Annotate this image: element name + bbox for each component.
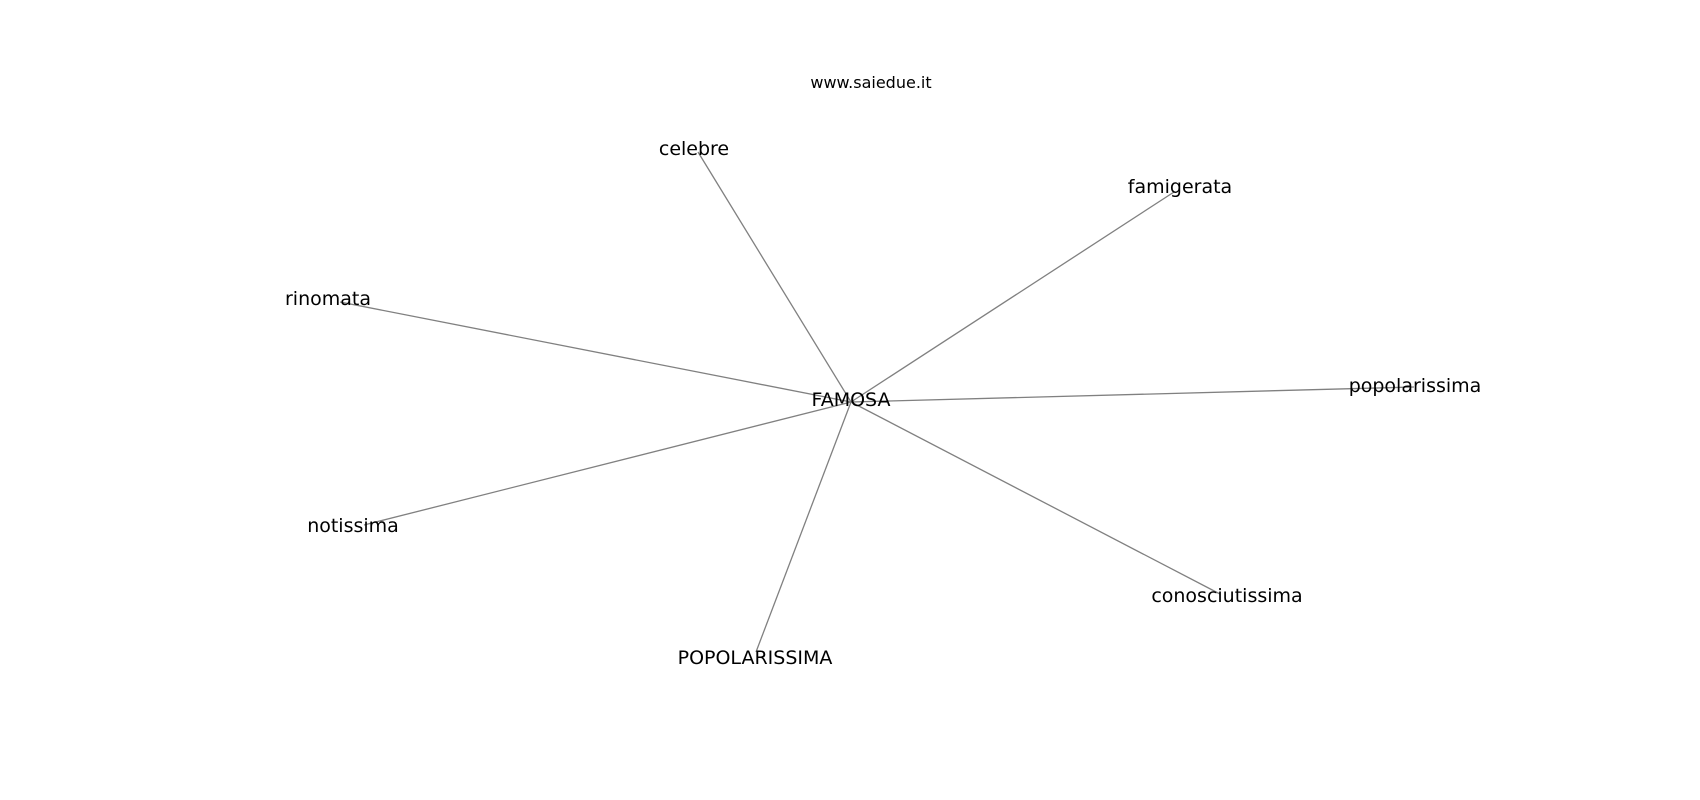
node-rinomata: rinomata xyxy=(285,288,371,310)
node-famosa: FAMOSA xyxy=(812,389,891,411)
node-notissima: notissima xyxy=(307,515,399,537)
edge-notissima xyxy=(363,401,852,526)
edge-rinomata xyxy=(339,301,852,403)
node-famigerata: famigerata xyxy=(1128,176,1232,198)
node-conosciutissima: conosciutissima xyxy=(1151,585,1302,607)
node-labels: www.saiedue.it FAMOSA celebre famigerata… xyxy=(285,73,1481,669)
edge-popolarissima-upper xyxy=(755,401,852,653)
watermark: www.saiedue.it xyxy=(810,73,931,92)
node-celebre: celebre xyxy=(659,138,729,160)
node-popolarissima: popolarissima xyxy=(1349,375,1482,397)
node-popolarissima-upper: POPOLARISSIMA xyxy=(678,647,833,669)
edges xyxy=(339,151,1415,653)
edge-famigerata xyxy=(850,191,1175,403)
edge-popolarissima xyxy=(850,386,1415,403)
edge-conosciutissima xyxy=(850,401,1221,595)
edge-celebre xyxy=(697,151,852,403)
